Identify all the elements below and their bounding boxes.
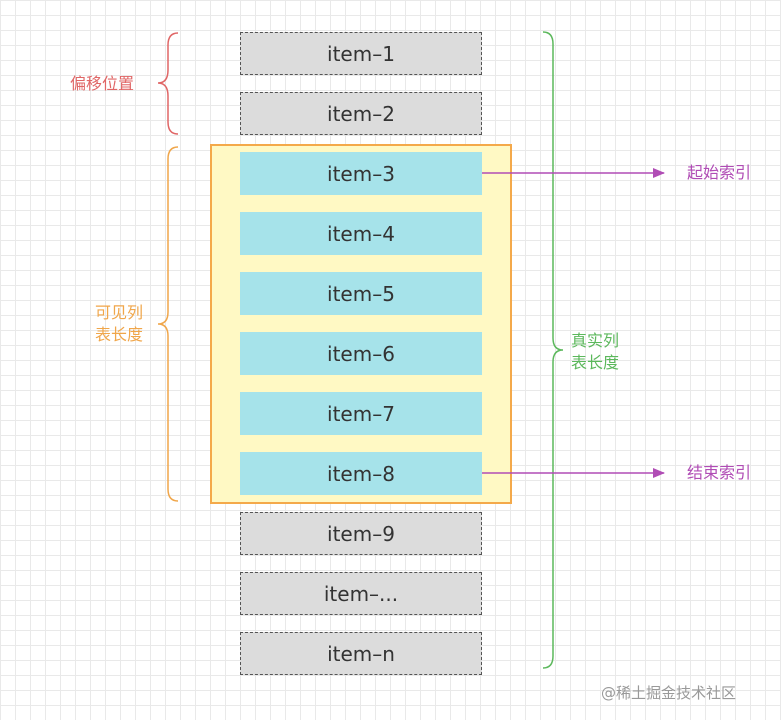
list-item: item–2	[240, 92, 482, 135]
list-item: item–n	[240, 632, 482, 675]
real-length-brace	[542, 31, 564, 669]
list-item: item–7	[240, 392, 482, 435]
watermark: @稀土掘金技术社区	[601, 684, 737, 702]
start-index-label: 起始索引	[687, 163, 752, 182]
visible-length-label-line2: 表长度	[95, 325, 144, 344]
list-item: item–6	[240, 332, 482, 375]
list-item: item–3	[240, 152, 482, 195]
visible-length-label-line1: 可见列	[95, 303, 144, 322]
visible-viewport	[210, 144, 512, 504]
real-length-label-line2: 表长度	[571, 353, 620, 372]
real-length-label: 真实列 表长度	[571, 330, 619, 374]
visible-length-brace	[157, 146, 179, 502]
list-item: item–4	[240, 212, 482, 255]
list-item: item–1	[240, 32, 482, 75]
list-item: item–...	[240, 572, 482, 615]
list-item: item–9	[240, 512, 482, 555]
list-item: item–8	[240, 452, 482, 495]
offset-label: 偏移位置	[70, 74, 135, 93]
end-index-label: 结束索引	[687, 463, 752, 482]
list-item: item–5	[240, 272, 482, 315]
visible-length-label: 可见列 表长度	[95, 302, 143, 346]
offset-brace	[157, 32, 179, 135]
real-length-label-line1: 真实列	[571, 331, 620, 350]
